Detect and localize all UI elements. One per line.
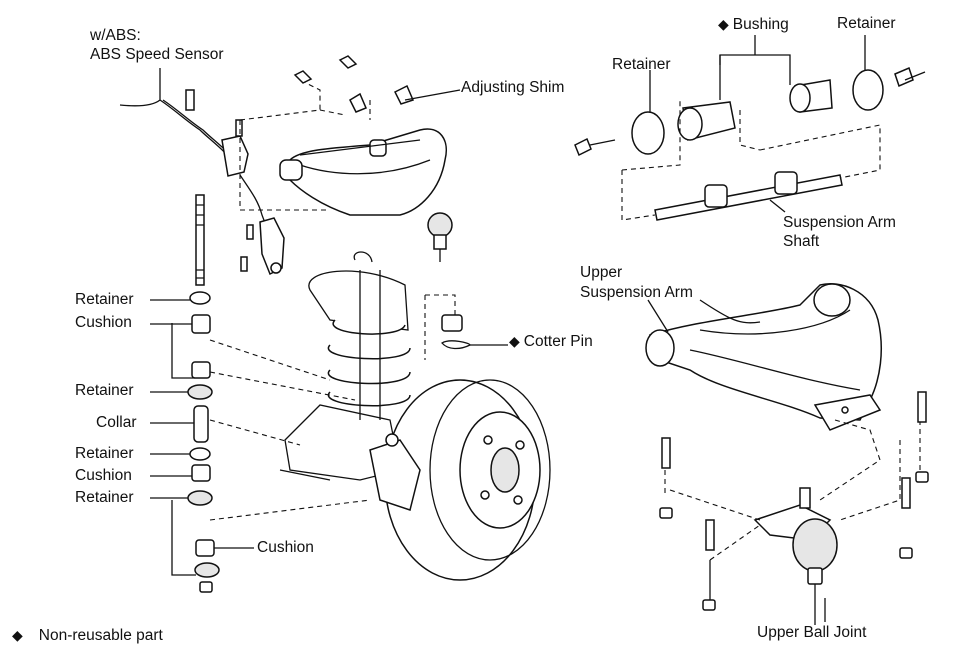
cotter-pin-label: ◆Cotter Pin <box>509 332 593 351</box>
legend-text: Non-reusable part <box>38 627 163 644</box>
leader-lines <box>150 35 866 622</box>
abs-label-line2: ABS Speed Sensor <box>90 46 224 63</box>
collar-label: Collar <box>96 414 137 431</box>
suspension-arm-shaft-line2: Shaft <box>783 233 820 250</box>
retainer-label-1: Retainer <box>75 291 134 308</box>
upper-ball-joint-label: Upper Ball Joint <box>757 624 867 641</box>
coil-spring-drawing <box>308 251 411 420</box>
bushing-label: ◆Bushing <box>718 15 789 34</box>
abs-label-line1: w/ABS: <box>90 27 141 44</box>
adjusting-shim-label: Adjusting Shim <box>461 79 565 96</box>
retainer-label-4: Retainer <box>75 489 134 506</box>
upper-arm-assembly-drawing <box>239 55 461 262</box>
cotter-pin-text: Cotter Pin <box>523 333 593 350</box>
abs-speed-sensor-drawing <box>119 68 285 276</box>
cushion-label-3: Cushion <box>257 539 314 556</box>
retainer-top-right-label: Retainer <box>837 15 896 32</box>
suspension-arm-shaft-line1: Suspension Arm <box>783 214 896 231</box>
upper-suspension-arm-line2: Suspension Arm <box>580 284 693 301</box>
bushing-text: Bushing <box>732 16 789 33</box>
upper-suspension-arm-drawing <box>645 283 882 431</box>
cushion-label-2: Cushion <box>75 467 132 484</box>
cushion-label-1: Cushion <box>75 314 132 331</box>
upper-suspension-arm-line1: Upper <box>580 264 623 281</box>
non-reusable-diamond-icon: ◆ <box>509 333 520 349</box>
upper-ball-joint-drawing <box>659 391 929 625</box>
stabilizer-link-drawing <box>171 194 371 593</box>
non-reusable-diamond-icon: ◆ <box>12 627 23 643</box>
retainer-label-3: Retainer <box>75 445 134 462</box>
knuckle-and-rotor-drawing <box>279 294 551 581</box>
bushing-and-shaft-drawing <box>574 35 926 221</box>
non-reusable-diamond-icon: ◆ <box>718 16 729 32</box>
legend: ◆ Non-reusable part <box>12 626 163 645</box>
retainer-label-2: Retainer <box>75 382 134 399</box>
retainer-top-left-label: Retainer <box>612 56 671 73</box>
